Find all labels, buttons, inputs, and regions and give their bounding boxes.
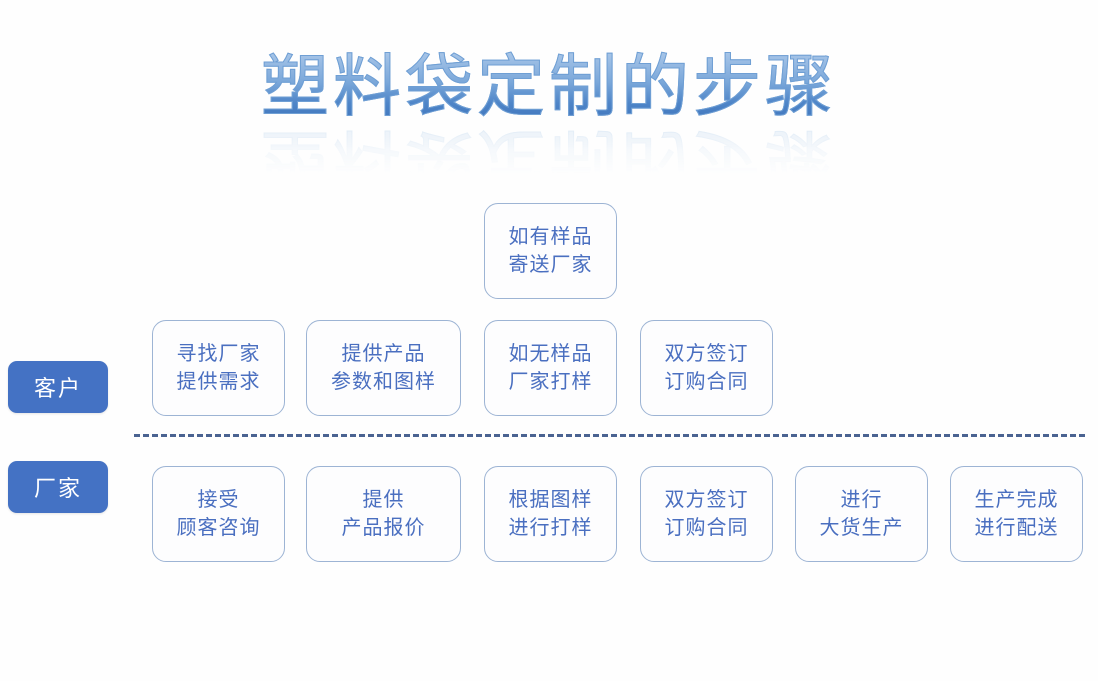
- page-title-reflection: 塑料袋定制的步骤: [0, 119, 1098, 199]
- process-box-line-1: 提供产品: [341, 341, 426, 366]
- page-title-text: 塑料袋定制的步骤: [260, 48, 837, 127]
- process-box-sign-contract-customer[interactable]: 双方签订 订购合同: [640, 320, 773, 416]
- process-box-provide-quote[interactable]: 提供 产品报价: [306, 466, 461, 562]
- role-badge-factory-label: 厂家: [33, 477, 82, 502]
- process-box-line-1: 双方签订: [664, 341, 749, 366]
- process-box-line-1: 提供: [362, 487, 405, 512]
- process-box-provide-specs[interactable]: 提供产品 参数和图样: [306, 320, 461, 416]
- process-box-sign-contract-factory[interactable]: 双方签订 订购合同: [640, 466, 773, 562]
- process-box-find-factory[interactable]: 寻找厂家 提供需求: [152, 320, 285, 416]
- role-badge-customer[interactable]: 客户: [8, 361, 108, 413]
- process-box-line-2: 厂家打样: [508, 369, 593, 393]
- process-box-line-1: 寻找厂家: [176, 341, 261, 366]
- process-box-line-2: 提供需求: [176, 369, 261, 393]
- process-box-line-1: 如无样品: [508, 341, 593, 366]
- process-box-has-sample[interactable]: 如有样品 寄送厂家: [484, 203, 617, 299]
- process-box-mass-production[interactable]: 进行 大货生产: [795, 466, 928, 562]
- process-box-line-2: 进行打样: [508, 515, 593, 539]
- page-title-reflection-text: 塑料袋定制的步骤: [260, 119, 837, 199]
- process-box-line-2: 寄送厂家: [508, 252, 593, 276]
- process-box-line-2: 产品报价: [341, 515, 426, 539]
- process-box-line-1: 如有样品: [508, 224, 593, 249]
- role-badge-factory[interactable]: 厂家: [8, 461, 108, 513]
- process-box-line-1: 双方签订: [664, 487, 749, 512]
- process-box-no-sample[interactable]: 如无样品 厂家打样: [484, 320, 617, 416]
- role-badge-customer-label: 客户: [33, 377, 82, 402]
- process-box-line-2: 订购合同: [664, 369, 749, 393]
- process-box-make-sample[interactable]: 根据图样 进行打样: [484, 466, 617, 562]
- process-box-line-1: 生产完成: [974, 487, 1059, 512]
- process-box-line-1: 进行: [840, 487, 883, 512]
- process-box-line-1: 接受: [197, 487, 240, 512]
- process-box-accept-inquiry[interactable]: 接受 顾客咨询: [152, 466, 285, 562]
- role-divider: [134, 434, 1085, 437]
- page-title: 塑料袋定制的步骤: [0, 48, 1098, 127]
- process-box-line-2: 顾客咨询: [176, 515, 261, 539]
- process-box-line-2: 参数和图样: [331, 369, 436, 393]
- process-box-line-1: 根据图样: [508, 487, 593, 512]
- process-box-line-2: 进行配送: [974, 515, 1059, 539]
- process-box-line-2: 大货生产: [819, 515, 904, 539]
- process-box-line-2: 订购合同: [664, 515, 749, 539]
- process-box-delivery[interactable]: 生产完成 进行配送: [950, 466, 1083, 562]
